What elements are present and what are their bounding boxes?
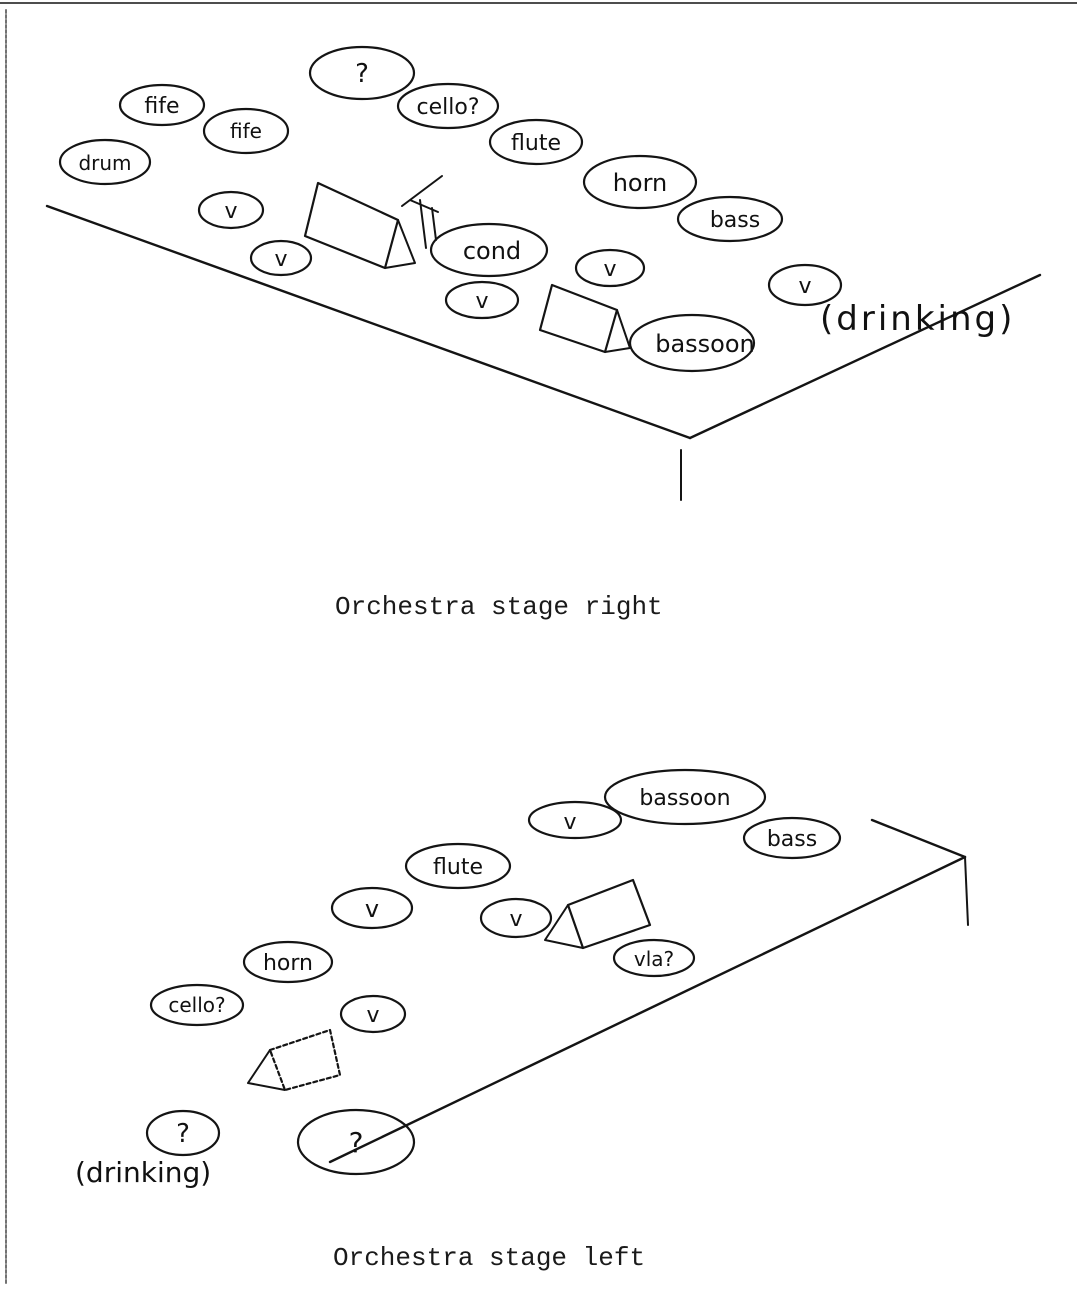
player-oval-bass-2: bass	[744, 818, 840, 858]
stage-right-figure: ? fife fife cello? drum flute horn bass	[47, 47, 1040, 500]
player-oval-horn: horn	[584, 156, 696, 208]
stage-left-side-edge	[872, 820, 965, 857]
player-oval-question-left: ?	[147, 1111, 219, 1155]
oval-label: vla?	[634, 947, 674, 971]
stage-left-front-edge	[330, 857, 965, 1162]
player-oval-violin-6: v	[529, 802, 621, 838]
oval-label: ?	[176, 1119, 190, 1149]
player-oval-question-top: ?	[310, 47, 414, 99]
player-oval-flute-2: flute	[406, 844, 510, 888]
oval-label: bassoon	[639, 786, 730, 811]
oval-label: drum	[78, 151, 131, 175]
music-stand-2	[540, 285, 630, 352]
oval-label: v	[274, 247, 287, 272]
player-oval-viola: vla?	[614, 940, 694, 976]
drinking-note-left: (drinking)	[75, 1156, 211, 1189]
player-oval-flute: flute	[490, 120, 582, 164]
player-oval-violin-9: v	[341, 996, 405, 1032]
oval-label: ?	[355, 59, 369, 89]
oval-label: v	[475, 289, 488, 314]
player-oval-violin-3: v	[576, 250, 644, 286]
oval-label: fife	[230, 119, 262, 143]
oval-label: v	[603, 257, 616, 282]
oval-label: v	[509, 907, 522, 932]
oval-label: flute	[433, 855, 483, 880]
stage-left-leg	[965, 857, 968, 925]
oval-label: horn	[613, 169, 668, 197]
oval-label: flute	[511, 131, 561, 156]
player-oval-violin-7: v	[332, 888, 412, 928]
oval-label: v	[563, 810, 576, 835]
player-oval-bass: bass	[678, 197, 782, 241]
stage-left-figure: bassoon v bass flute v v horn vla?	[75, 770, 968, 1189]
oval-label: horn	[263, 951, 313, 976]
caption-stage-left: Orchestra stage left	[333, 1243, 645, 1273]
conductor-baton	[402, 176, 442, 248]
player-oval-bassoon-2: bassoon	[605, 770, 765, 824]
drinking-note-right: (drinking)	[820, 299, 1015, 339]
oval-label: bassoon	[655, 330, 755, 358]
player-oval-horn-2: horn	[244, 942, 332, 982]
oval-label: v	[365, 895, 379, 923]
oval-label: v	[224, 199, 237, 224]
oval-label: ?	[349, 1126, 364, 1159]
oval-label: v	[366, 1003, 379, 1028]
oval-label: bass	[767, 827, 817, 852]
player-oval-violin-4: v	[446, 282, 518, 318]
player-oval-violin-1: v	[199, 192, 263, 228]
stage-right-front-edge	[47, 206, 690, 438]
oval-label: fife	[144, 94, 179, 119]
music-stand-4	[248, 1030, 340, 1090]
player-oval-cello-2: cello?	[151, 985, 243, 1025]
caption-stage-right: Orchestra stage right	[335, 592, 663, 622]
oval-label: v	[798, 274, 811, 299]
player-oval-fife-1: fife	[120, 85, 204, 125]
music-stand-1	[305, 183, 415, 268]
oval-label: cond	[463, 237, 521, 265]
player-oval-cello: cello?	[398, 84, 498, 128]
player-oval-conductor: cond	[431, 224, 547, 276]
player-oval-drum: drum	[60, 140, 150, 184]
player-oval-question-right: ?	[298, 1110, 414, 1174]
oval-label: bass	[710, 208, 760, 233]
oval-label: cello?	[417, 95, 480, 120]
player-oval-violin-8: v	[481, 899, 551, 937]
player-oval-fife-2: fife	[204, 109, 288, 153]
player-oval-violin-2: v	[251, 241, 311, 275]
oval-label: cello?	[168, 993, 225, 1017]
player-oval-bassoon: bassoon	[630, 315, 755, 371]
music-stand-3	[545, 880, 650, 948]
